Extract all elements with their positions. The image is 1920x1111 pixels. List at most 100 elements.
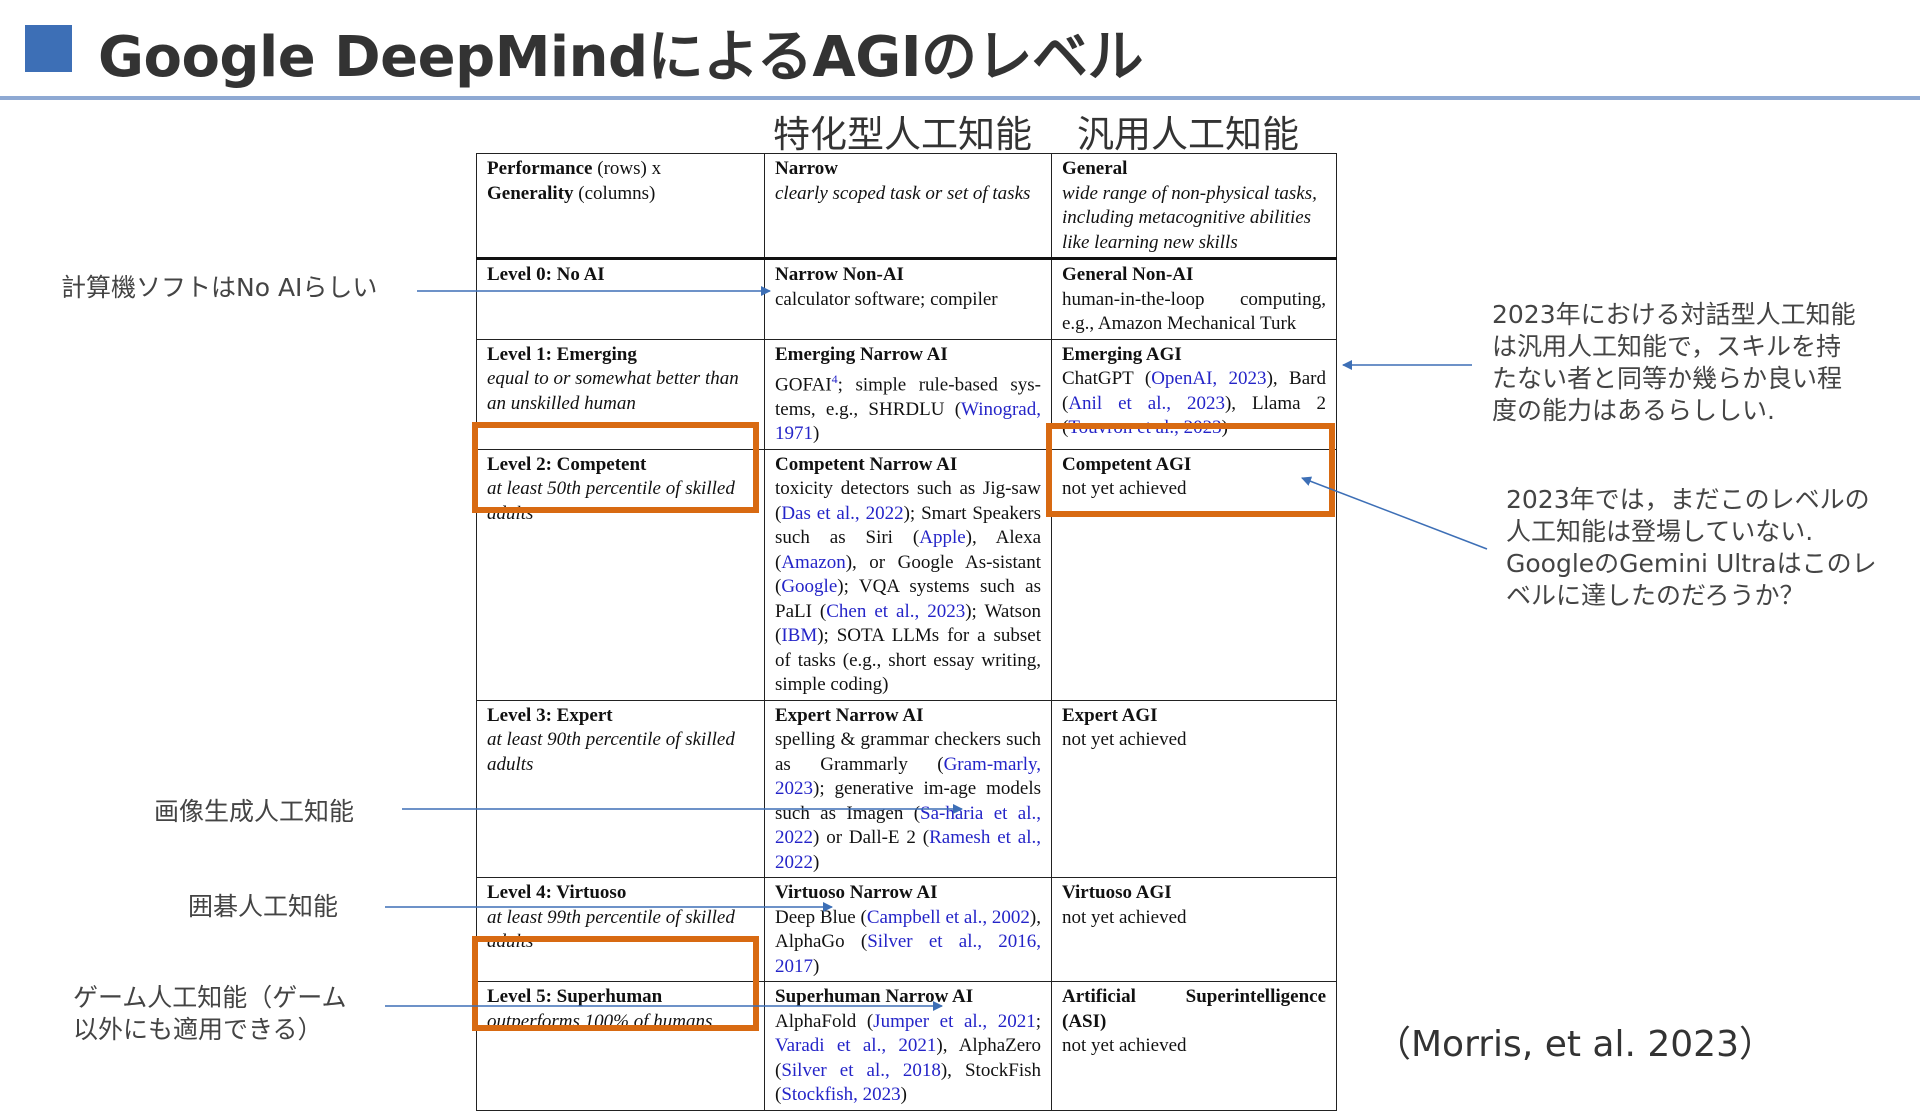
table-row-level-1: Level 1: Emerging equal to or somewhat b… [476,338,1337,450]
general-title: Emerging AGI [1062,343,1182,365]
header-cell-performance: Performance (rows) x Generality (columns… [476,153,765,260]
narrow-text: Deep Blue (Campbell et al., 2002), Alpha… [775,906,1041,980]
citation-link[interactable]: Stockfish, 2023 [781,1084,901,1106]
general-title: General Non-AI [1062,264,1194,285]
level-title: Level 0: No AI [487,264,605,285]
citation-link[interactable]: Das et al., 2022 [781,502,904,524]
citation-link[interactable]: Anil et al., 2023 [1068,392,1225,414]
general-cell: Competent AGI not yet achieved [1051,448,1337,701]
narrow-cell: Competent Narrow AI toxicity detectors s… [764,448,1052,701]
annotation-competent-line-3: GoogleのGemini Ultraはこのレ [1506,549,1877,578]
annotation-competent-line-2: 人工知能は登場していない. [1506,517,1814,546]
text-fragment: ), AlphaGo ( [775,906,1041,953]
source-citation: （Morris, et al. 2023） [1375,1024,1775,1065]
general-cell: Virtuoso AGI not yet achieved [1051,877,1337,983]
general-text: not yet achieved [1062,906,1187,928]
level-desc: equal to or somewhat better than an unsk… [487,368,739,414]
general-text: not yet achieved [1062,729,1187,751]
narrow-text: spelling & grammar checkers such as Gram… [775,728,1041,875]
citation-link[interactable]: Campbell et al., 2002 [866,906,1030,928]
table-row-level-2: Level 2: Competent at least 50th percent… [476,448,1337,701]
text-fragment: Deep Blue ( [775,906,867,928]
table-row-level-4: Level 4: Virtuoso at least 99th percenti… [476,877,1337,983]
text-fragment: ) [900,1084,907,1106]
annotation-dialog-ai: 2023年における対話型人工知能 は汎用人工知能で，スキルを持 たない者と同等か… [1492,299,1856,427]
citation-link[interactable]: Winograd, 1971 [775,398,1041,445]
header-cell-narrow: Narrow clearly scoped task or set of tas… [764,153,1052,260]
citation-link[interactable]: Chen et al., 2023 [826,600,966,622]
citation-link[interactable]: Gram-marly, 2023 [775,753,1041,800]
annotation-image-gen: 画像生成人工知能 [154,797,355,826]
annotation-competent: 2023年では，まだこのレベルの 人工知能は登場していない. GoogleのGe… [1506,484,1877,612]
text-fragment: ); VQA systems such as PaLI ( [775,576,1041,622]
citation-link[interactable]: IBM [781,625,818,647]
narrow-title: Competent Narrow AI [775,453,958,475]
citation-link[interactable]: Jumper et al., 2021 [873,1010,1036,1032]
narrow-cell: Superhuman Narrow AI AlphaFold (Jumper e… [764,981,1052,1111]
slide-title: Google DeepMindによるAGIのレベル [98,25,1144,90]
general-cell: Artificial Superintelligence (ASI) not y… [1051,981,1337,1111]
header-columns-label: (columns) [573,182,656,204]
text-fragment: ), Alexa ( [775,527,1041,573]
general-title: Virtuoso AGI [1062,882,1172,904]
annotation-competent-line-1: 2023年では，まだこのレベルの [1506,485,1870,514]
text-fragment: ), AlphaZero ( [775,1035,1042,1081]
general-text: human-in-the-loop computing, e.g., Amazo… [1062,288,1326,335]
footnote-mark[interactable]: 4 [831,372,838,386]
header-performance-label: Performance [487,158,593,179]
narrow-cell: Expert Narrow AI spelling & grammar chec… [764,699,1052,879]
annotation-dialog-line-1: 2023年における対話型人工知能 [1492,300,1856,329]
header-cell-general: General wide range of non-physical tasks… [1051,153,1337,260]
citation-link[interactable]: Varadi et al., 2021 [775,1035,937,1057]
general-cell: Expert AGI not yet achieved [1051,699,1337,879]
general-cell: General Non-AI human-in-the-loop computi… [1051,258,1337,340]
highlight-box-level-5 [472,936,759,1031]
header-general-title: General [1062,158,1128,179]
level-cell: Level 0: No AI [476,258,765,340]
text-fragment: ); Watson ( [775,600,1041,647]
level-cell: Level 1: Emerging equal to or somewhat b… [476,338,765,450]
annotation-game: ゲーム人工知能（ゲーム 以外にも適用できる） [73,982,347,1046]
column-head-general: 汎用人工知能 [1077,113,1299,156]
citation-link[interactable]: OpenAI, 2023 [1151,368,1267,389]
general-text: not yet achieved [1062,478,1187,500]
text-fragment: ) [813,851,820,873]
narrow-text: AlphaFold (Jumper et al., 2021; Varadi e… [775,1010,1041,1108]
level-cell: Level 3: Expert at least 90th percentile… [476,699,765,879]
column-head-narrow: 特化型人工知能 [773,113,1032,156]
annotation-game-line-1: ゲーム人工知能（ゲーム [73,983,347,1012]
text-fragment: ); Smart Speakers such as Siri ( [775,502,1041,549]
title-underline [0,96,1920,100]
narrow-title: Narrow Non-AI [775,264,904,285]
text-fragment: GOFAI [775,374,832,396]
title-bullet-square [25,25,72,72]
table-row-level-0: Level 0: No AI Narrow Non-AI calculator … [476,258,1337,340]
header-general-desc: wide range of non-physical tasks, includ… [1062,182,1317,253]
annotation-calculator: 計算機ソフトはNo AIらしい [61,273,378,302]
level-title: Level 2: Competent [487,453,647,475]
narrow-cell: Emerging Narrow AI GOFAI4; simple rule-b… [764,338,1052,450]
text-fragment: ; simple rule-based sys-tems, e.g., SHRD… [775,374,1041,420]
level-title: Level 5: Superhuman [487,986,663,1008]
level-desc: at least 90th percentile of skilled adul… [487,729,735,775]
text-fragment: ) [813,423,820,445]
narrow-text: GOFAI4; simple rule-based sys-tems, e.g.… [775,367,1041,447]
narrow-cell: Virtuoso Narrow AI Deep Blue (Campbell e… [764,877,1052,983]
narrow-title: Virtuoso Narrow AI [775,882,938,904]
citation-link[interactable]: Silver et al., 2018 [781,1059,941,1081]
citation-link[interactable]: Google [781,576,838,598]
text-fragment: ), or Google As-sistant ( [775,551,1041,598]
citation-link[interactable]: Sa-haria et al., 2022 [775,802,1041,849]
citation-link[interactable]: Amazon [781,551,846,573]
text-fragment: ) or Dall-E 2 ( [813,827,930,849]
general-cell: Emerging AGI ChatGPT (OpenAI, 2023), Bar… [1051,338,1337,450]
level-title: Level 3: Expert [487,704,613,726]
citation-link[interactable]: Apple [919,527,966,549]
annotation-dialog-line-4: 度の能力はあるらししい. [1492,396,1775,425]
citation-link[interactable]: Ramesh et al., 2022 [775,827,1041,873]
text-fragment: ); SOTA LLMs for a subset of tasks (e.g.… [775,625,1041,696]
citation-link[interactable]: Silver et al., 2016, 2017 [775,931,1042,977]
table-header-row: Performance (rows) x Generality (columns… [476,153,1337,260]
annotation-competent-line-4: ベルに達したのだろうか？ [1506,581,1805,610]
general-text: not yet achieved [1062,1035,1187,1057]
